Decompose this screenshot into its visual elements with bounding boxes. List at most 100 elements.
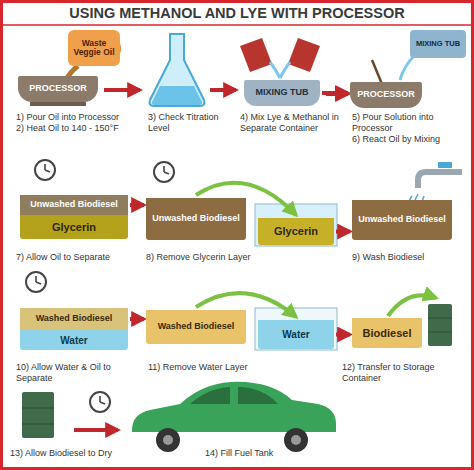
water-layer: Water xyxy=(20,330,128,350)
faucet xyxy=(418,172,462,188)
drying-drum xyxy=(22,408,54,409)
step-caption: 5) Pour Solution into Processor xyxy=(352,112,470,134)
red-arrow xyxy=(130,203,144,207)
red-arrow xyxy=(104,88,140,92)
clock-icon xyxy=(26,272,46,292)
node-text-wrap: PROCESSOR xyxy=(26,83,90,95)
car xyxy=(132,382,336,452)
node-text-wrap: Waste Veggie Oil xyxy=(68,38,120,59)
node-label: Washed Biodiesel xyxy=(36,314,113,324)
node-text-wrap: Washed Biodiesel xyxy=(33,313,116,325)
node-text-wrap: Glycerin xyxy=(271,224,321,238)
processor-pot: PROCESSOR xyxy=(350,82,422,108)
red-arrow xyxy=(336,333,350,337)
car xyxy=(132,382,336,432)
node-label: Waste Veggie Oil xyxy=(71,39,117,58)
red-arrow xyxy=(336,230,350,234)
title-rule xyxy=(3,25,471,26)
red-arrow xyxy=(130,317,144,321)
red-pitchers xyxy=(288,38,320,72)
storage-drum xyxy=(428,304,452,346)
step-caption-group: 8) Remove Glycerin Layer xyxy=(146,252,276,263)
drying-drum xyxy=(22,424,54,425)
car xyxy=(156,428,180,452)
processor-pot: PROCESSOR xyxy=(18,76,98,102)
node-label: Glycerin xyxy=(52,221,96,233)
biodiesel-container: Washed Biodiesel xyxy=(146,310,246,344)
step-caption: 4) Mix Lye & Methanol in Separate Contai… xyxy=(240,112,348,134)
titration-flask xyxy=(152,86,202,105)
step-caption-group: 3) Check Titration Level xyxy=(148,112,236,134)
car xyxy=(238,387,278,404)
mixing-tub: MIXING TUB xyxy=(244,80,320,106)
step-caption-group: 1) Pour Oil into Processor2) Heat Oil to… xyxy=(16,112,146,134)
biodiesel-layer: Unwashed Biodiesel xyxy=(20,195,128,215)
node-label: Washed Biodiesel xyxy=(158,322,235,332)
node-text-wrap: Unwashed Biodiesel xyxy=(27,199,121,211)
step-caption: 8) Remove Glycerin Layer xyxy=(146,252,276,263)
step-caption: 13) Allow Biodiesel to Dry xyxy=(10,448,180,459)
storage-drum xyxy=(428,332,452,333)
node-text-wrap: PROCESSOR xyxy=(354,89,418,101)
step-caption: 1) Pour Oil into Processor xyxy=(16,112,146,123)
biodiesel-container: Biodiesel xyxy=(352,318,422,348)
car xyxy=(163,435,173,445)
node-label: Unwashed Biodiesel xyxy=(152,214,240,224)
title-rule xyxy=(3,24,471,26)
red-arrow xyxy=(74,430,118,431)
red-pitchers xyxy=(240,38,272,72)
node-text-wrap: Glycerin xyxy=(49,220,99,234)
node-text-wrap: Washed Biodiesel xyxy=(155,321,238,333)
car xyxy=(190,387,230,404)
step-caption-group: 7) Allow Oil to Separate xyxy=(16,252,141,263)
storage-drum xyxy=(428,304,452,346)
glycerin-container xyxy=(255,204,337,246)
step-caption-group: 14) Fill Fuel Tank xyxy=(205,448,355,459)
step-caption-group: 9) Wash Biodiesel xyxy=(352,252,467,263)
node-label: Water xyxy=(60,335,87,346)
water-container xyxy=(255,308,337,350)
step-caption-group: 13) Allow Biodiesel to Dry xyxy=(10,448,180,459)
stirring-stick xyxy=(372,60,382,84)
node-label: Unwashed Biodiesel xyxy=(358,215,446,225)
node-label: Glycerin xyxy=(274,225,318,237)
diagram-title: USING METHANOL AND LYE WITH PROCESSOR xyxy=(6,5,468,21)
car xyxy=(284,428,308,452)
red-arrow xyxy=(210,88,236,92)
green-arrow xyxy=(388,295,436,316)
faucet xyxy=(409,162,462,202)
titration-flask xyxy=(150,34,205,106)
mixing-tub-jug: MIXING TUB xyxy=(410,30,466,58)
glycerin-container xyxy=(255,204,337,246)
step-caption: 2) Heat Oil to 140 - 150°F xyxy=(16,123,146,134)
solution-stream xyxy=(400,56,414,80)
green-arrow xyxy=(388,295,436,316)
step-caption: 3) Check Titration Level xyxy=(148,112,236,134)
red-pitchers xyxy=(280,62,290,78)
red-arrow xyxy=(210,90,236,91)
heat-stand xyxy=(30,102,86,106)
node-text-wrap: MIXING TUB xyxy=(413,39,463,49)
node-text-wrap: Water xyxy=(279,328,312,341)
step-caption-group: 10) Allow Water & Oil to Separate xyxy=(16,362,140,384)
node-label: Biodiesel xyxy=(363,327,412,339)
solution-stream xyxy=(400,56,414,80)
storage-drum xyxy=(428,318,452,319)
glycerin-container: Glycerin xyxy=(258,218,334,245)
step-caption: 9) Wash Biodiesel xyxy=(352,252,467,263)
car xyxy=(291,435,301,445)
step-caption-group: 11) Remove Water Layer xyxy=(148,362,268,373)
red-pitchers xyxy=(270,62,280,78)
red-arrow xyxy=(322,91,348,95)
step-caption: 11) Remove Water Layer xyxy=(148,362,268,373)
titration-flask xyxy=(150,34,205,106)
step-caption: 10) Allow Water & Oil to Separate xyxy=(16,362,140,384)
red-arrow xyxy=(104,90,140,91)
node-text-wrap: Biodiesel xyxy=(360,326,415,340)
clock-icon xyxy=(35,160,55,180)
step-caption: 14) Fill Fuel Tank xyxy=(205,448,355,459)
drying-drum xyxy=(22,392,54,438)
drying-drum xyxy=(22,392,54,438)
step-caption-group: 4) Mix Lye & Methanol in Separate Contai… xyxy=(240,112,348,134)
biodiesel-container: Unwashed Biodiesel xyxy=(352,200,452,240)
